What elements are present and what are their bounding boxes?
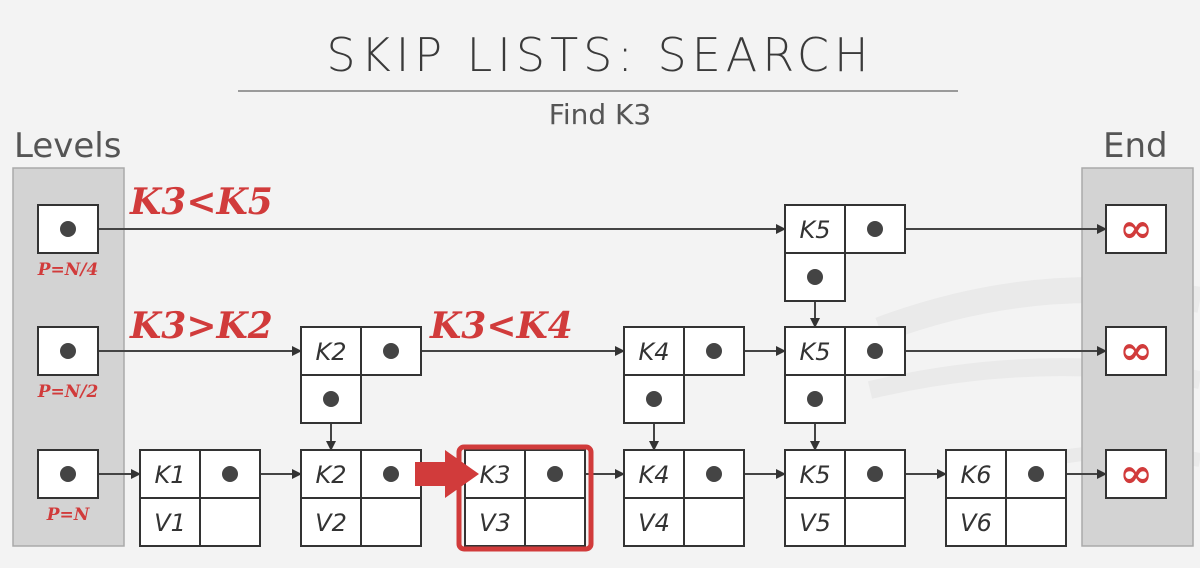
comparison-label: K3>K2 xyxy=(129,305,273,347)
next-pointer-dot xyxy=(222,466,238,482)
value-cell xyxy=(623,497,685,547)
down-pointer-dot xyxy=(323,391,339,407)
slide-subtitle: Find K3 xyxy=(548,98,652,131)
node-k5-top: K5 xyxy=(784,204,906,302)
end-node-bottom: ∞ xyxy=(1105,449,1167,499)
found-node-highlight xyxy=(456,444,594,552)
node-key: K2 xyxy=(315,338,346,366)
node-value: V4 xyxy=(638,509,670,537)
head-pointer-box xyxy=(37,204,99,254)
value-cell xyxy=(300,497,362,547)
infinity-symbol: ∞ xyxy=(1119,327,1152,374)
next-pointer-dot xyxy=(867,343,883,359)
down-pointer-dot xyxy=(807,391,823,407)
next-pointer-dot xyxy=(383,343,399,359)
comparison-label: K3<K5 xyxy=(129,181,273,223)
node-key: K6 xyxy=(960,461,991,489)
key-cell xyxy=(300,449,362,499)
next-pointer-dot xyxy=(547,466,563,482)
empty-cell xyxy=(844,497,906,547)
node-k4-mid: K4 xyxy=(623,326,745,424)
node-key: K4 xyxy=(638,461,669,489)
node-key: K5 xyxy=(799,461,830,489)
node-key: K5 xyxy=(799,216,830,244)
end-heading: End xyxy=(1103,126,1168,166)
value-cell xyxy=(464,497,526,547)
node-k2-mid: K2 xyxy=(300,326,422,424)
node-value: V3 xyxy=(479,509,511,537)
end-box xyxy=(1105,204,1167,254)
search-result-arrow xyxy=(415,450,479,498)
node-value: V2 xyxy=(315,509,347,537)
node-k5-mid: K5 xyxy=(784,326,906,424)
end-box xyxy=(1105,449,1167,499)
infinity-symbol: ∞ xyxy=(1119,205,1152,252)
next-pointer-dot xyxy=(706,343,722,359)
empty-cell xyxy=(524,497,586,547)
level-head-top xyxy=(37,204,99,254)
probability-label: P=N/2 xyxy=(37,382,99,402)
node-key: K4 xyxy=(638,338,669,366)
node-key: K2 xyxy=(315,461,346,489)
probability-label: P=N xyxy=(46,505,91,525)
node-value: V1 xyxy=(154,509,186,537)
next-pointer-dot xyxy=(1028,466,1044,482)
empty-cell xyxy=(360,497,422,547)
infinity-symbol: ∞ xyxy=(1119,450,1152,497)
levels-heading: Levels xyxy=(14,126,122,166)
comparison-label: K3<K4 xyxy=(429,305,573,347)
empty-cell xyxy=(1005,497,1067,547)
end-box xyxy=(1105,326,1167,376)
title-divider xyxy=(238,90,958,92)
next-pointer-dot xyxy=(383,466,399,482)
level-head-mid xyxy=(37,326,99,376)
value-cell xyxy=(139,497,201,547)
slide-title: SKIP LISTS: SEARCH xyxy=(326,28,874,82)
end-node-mid: ∞ xyxy=(1105,326,1167,376)
next-pointer-dot xyxy=(867,221,883,237)
pointer-dot xyxy=(60,343,76,359)
level-head-bottom xyxy=(37,449,99,499)
pointer-dot xyxy=(60,466,76,482)
value-cell xyxy=(945,497,1007,547)
pointer-dot xyxy=(60,221,76,237)
node-key: K3 xyxy=(479,461,510,489)
key-cell xyxy=(623,326,685,376)
empty-cell xyxy=(199,497,261,547)
next-pointer-dot xyxy=(706,466,722,482)
end-node-top: ∞ xyxy=(1105,204,1167,254)
empty-cell xyxy=(683,497,745,547)
node-key: K5 xyxy=(799,338,830,366)
node-key: K1 xyxy=(154,461,185,489)
down-pointer-dot xyxy=(646,391,662,407)
probability-label: P=N/4 xyxy=(37,260,99,280)
next-pointer-dot xyxy=(867,466,883,482)
node-value: V5 xyxy=(799,509,831,537)
down-pointer-dot xyxy=(807,269,823,285)
node-value: V6 xyxy=(960,509,992,537)
